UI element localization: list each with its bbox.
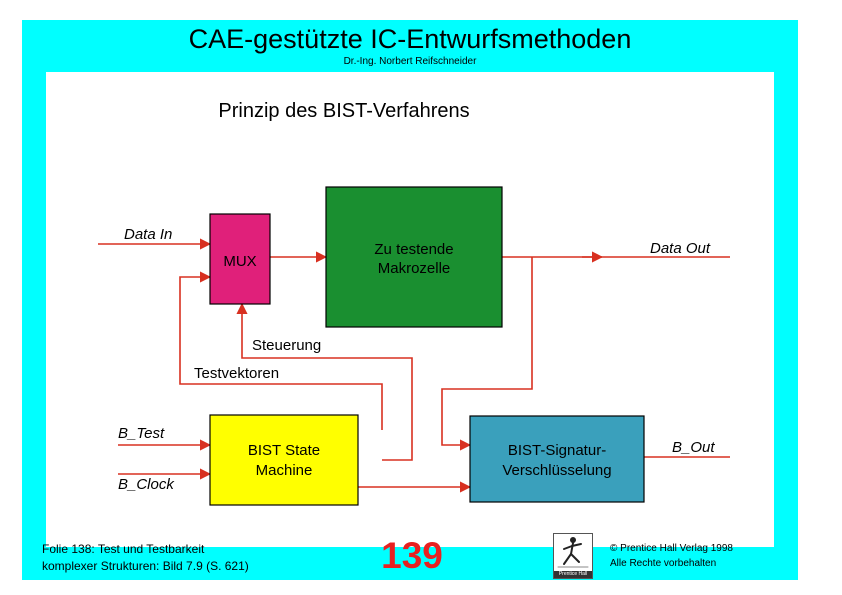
signal-data-out: Data Out — [650, 240, 711, 257]
copyright-line1: © Prentice Hall Verlag 1998 — [610, 543, 733, 554]
logo-text: Prentice Hall — [554, 571, 592, 578]
state-machine-label-line2: Machine — [256, 462, 313, 479]
slide-frame: CAE-gestützte IC-Entwurfsmethoden Dr.-In… — [22, 20, 798, 580]
author-name: Dr.-Ing. Norbert Reifschneider — [343, 56, 477, 67]
mux-label: MUX — [223, 253, 256, 270]
runner-figure-icon — [557, 537, 589, 568]
signal-steuerung: Steuerung — [252, 337, 321, 354]
footer-slide-info: Folie 138: Test und Testbarkeit komplexe… — [42, 541, 249, 575]
macrocell-label-line2: Makrozelle — [378, 260, 451, 277]
wire-data-out-tap — [441, 257, 533, 451]
state-machine-label-line1: BIST State — [248, 442, 320, 459]
state-machine-block — [209, 414, 359, 506]
signature-block — [469, 415, 645, 503]
bist-diagram: Prinzip des BIST-Verfahrens — [98, 100, 730, 506]
publisher-logo: Prentice Hall — [553, 533, 593, 579]
wires — [98, 238, 730, 493]
signal-b-clock: B_Clock — [118, 476, 175, 493]
signal-b-test: B_Test — [118, 425, 165, 442]
signal-b-out: B_Out — [672, 439, 715, 456]
copyright-line2: Alle Rechte vorbehalten — [610, 558, 717, 569]
wire-testvektoren — [179, 271, 383, 430]
diagram-title: Prinzip des BIST-Verfahrens — [218, 100, 469, 122]
signal-testvektoren: Testvektoren — [194, 365, 279, 382]
signature-label-line1: BIST-Signatur- — [508, 442, 606, 459]
wire-steuerung — [236, 302, 413, 461]
signal-data-in: Data In — [124, 226, 172, 243]
content-area: Prinzip des BIST-Verfahrens — [46, 72, 774, 547]
footer-slide-line2: komplexer Strukturen: Bild 7.9 (S. 621) — [42, 559, 249, 573]
slide-number: 139 — [381, 535, 443, 576]
signature-label-line2: Verschlüsselung — [502, 462, 611, 479]
footer-slide-line1: Folie 138: Test und Testbarkeit — [42, 542, 205, 556]
macrocell-block — [325, 186, 503, 328]
macrocell-label-line1: Zu testende — [374, 241, 453, 258]
slide-title: CAE-gestützte IC-Entwurfsmethoden — [188, 24, 632, 54]
copyright: © Prentice Hall Verlag 1998 Alle Rechte … — [610, 541, 733, 571]
mux-block — [209, 213, 271, 305]
